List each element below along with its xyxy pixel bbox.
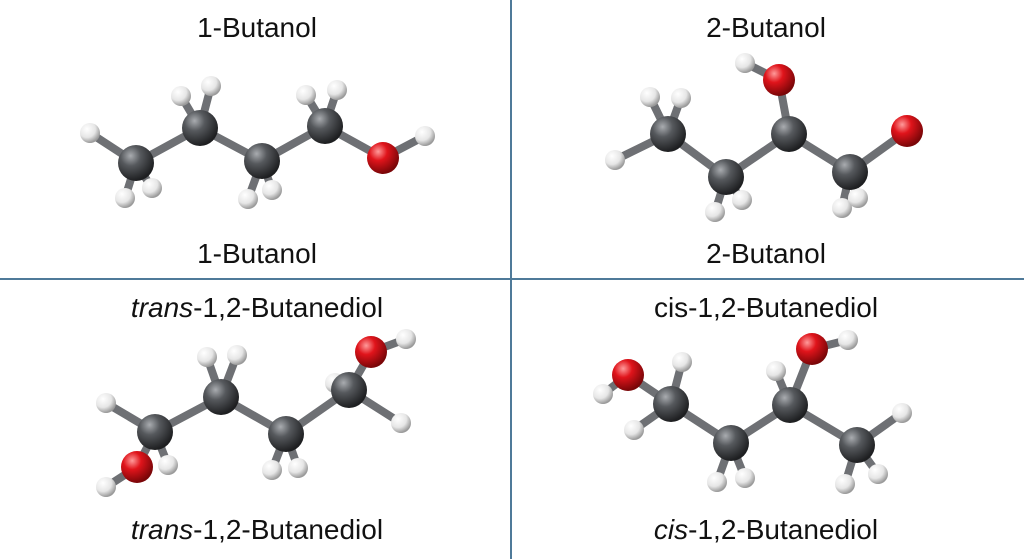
panel1-hydrogen-atom (238, 189, 258, 209)
panel3-title: trans-1,2-Butanediol (130, 292, 384, 323)
panel3-carbon-atom (203, 379, 239, 415)
panel2-oxygen-atom (763, 64, 795, 96)
panel4-hydrogen-atom (672, 352, 692, 372)
panel4-carbon-atom (839, 427, 875, 463)
panel4-hydrogen-atom (835, 474, 855, 494)
panel1-hydrogen-atom (115, 188, 135, 208)
panel4-title: cis-1,2-Butanediol (653, 292, 879, 323)
panel2-title: 2-Butanol (706, 12, 826, 43)
panel1-title: 1-Butanol (197, 12, 317, 43)
panel2-hydrogen-atom (640, 87, 660, 107)
panel2-hydrogen-atom (848, 188, 868, 208)
panel3-hydrogen-atom (288, 458, 308, 478)
panel4-hydrogen-atom (838, 330, 858, 350)
panel2-oxygen-atom (891, 115, 923, 147)
panel2-hydrogen-atom (705, 202, 725, 222)
panel4-hydrogen-atom (707, 472, 727, 492)
panel4-carbon-atom (713, 425, 749, 461)
panel2-hydrogen-atom (671, 88, 691, 108)
panel4-hydrogen-atom (766, 361, 786, 381)
horizontal-divider (0, 278, 1024, 280)
panel2-carbon-atom (650, 116, 686, 152)
panel4-hydrogen-atom (892, 403, 912, 423)
panel3-oxygen-atom (355, 336, 387, 368)
panel3-hydrogen-atom (396, 329, 416, 349)
panel2-carbon-atom (771, 116, 807, 152)
panel4-hydrogen-atom (624, 420, 644, 440)
panel1-hydrogen-atom (171, 86, 191, 106)
panel1-carbon-atom (182, 110, 218, 146)
panel1-carbon-atom (307, 108, 343, 144)
panel2-hydrogen-atom (832, 198, 852, 218)
panel4-caption: cis-1,2-Butanediol (653, 514, 879, 545)
panel1-carbon-atom (244, 143, 280, 179)
panel3-carbon-atom (331, 372, 367, 408)
panel3-oxygen-atom (121, 451, 153, 483)
panel4-hydrogen-atom (735, 468, 755, 488)
panel3-hydrogen-atom (96, 393, 116, 413)
panel3-carbon-atom (137, 414, 173, 450)
panel4-hydrogen-atom (593, 384, 613, 404)
panel2-hydrogen-atom (605, 150, 625, 170)
panel1-hydrogen-atom (142, 178, 162, 198)
panel2-carbon-atom (832, 154, 868, 190)
panel3-hydrogen-atom (197, 347, 217, 367)
panel2-hydrogen-atom (732, 190, 752, 210)
panel4-carbon-atom (653, 386, 689, 422)
panel4-hydrogen-atom (868, 464, 888, 484)
panel1-hydrogen-atom (201, 76, 221, 96)
panel4-carbon-atom (772, 387, 808, 423)
panel1-hydrogen-atom (415, 126, 435, 146)
panel3-hydrogen-atom (391, 413, 411, 433)
panel2-caption: 2-Butanol (706, 238, 826, 269)
panel3-hydrogen-atom (158, 455, 178, 475)
panel1-oxygen-atom (367, 142, 399, 174)
panel3-hydrogen-atom (227, 345, 247, 365)
panel1-hydrogen-atom (80, 123, 100, 143)
panel1-caption: 1-Butanol (197, 238, 317, 269)
panel3-carbon-atom (268, 416, 304, 452)
panel4-oxygen-atom (612, 359, 644, 391)
panel2-hydrogen-atom (735, 53, 755, 73)
panel4-oxygen-atom (796, 333, 828, 365)
panel1-hydrogen-atom (296, 85, 316, 105)
panel1-carbon-atom (118, 145, 154, 181)
panel1-hydrogen-atom (262, 180, 282, 200)
panel1-hydrogen-atom (327, 80, 347, 100)
panel3-caption: trans-1,2-Butanediol (130, 514, 384, 545)
panel3-hydrogen-atom (96, 477, 116, 497)
panel3-hydrogen-atom (262, 460, 282, 480)
panel2-carbon-atom (708, 159, 744, 195)
